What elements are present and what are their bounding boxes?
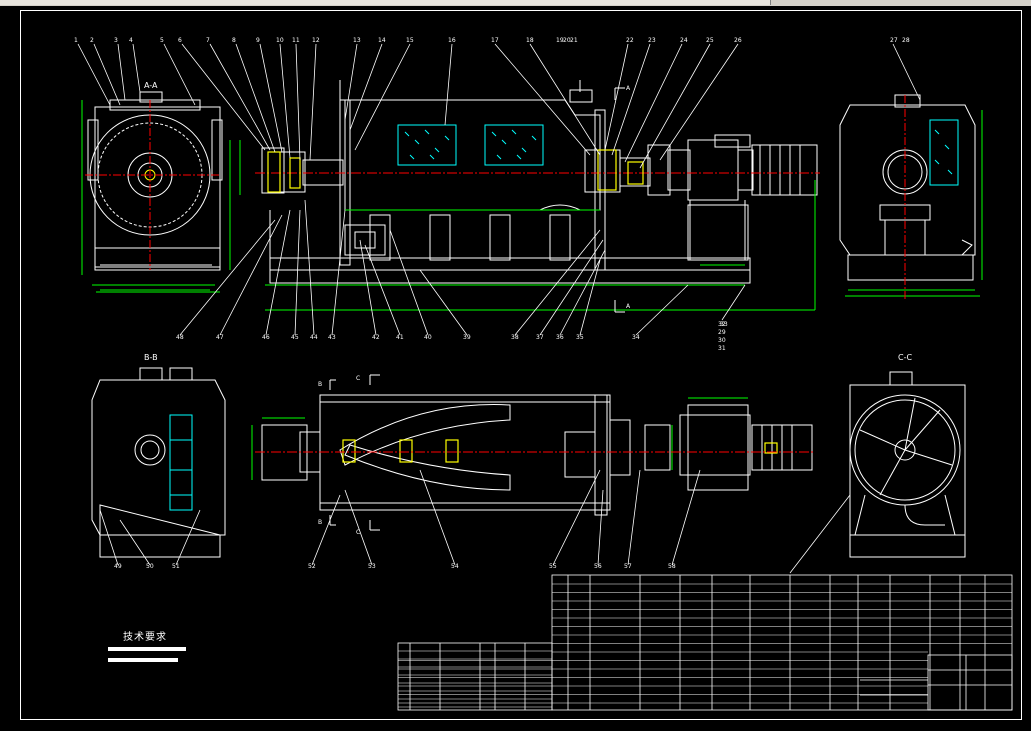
callout-52: 52	[308, 563, 316, 570]
marker-c-bottom: C	[356, 529, 360, 536]
drawing-border	[20, 10, 1022, 720]
callout-28: 28	[902, 37, 910, 44]
callout-47: 47	[216, 334, 224, 341]
callout-43: 43	[328, 334, 336, 341]
callout-24: 24	[680, 37, 688, 44]
callout-3: 3	[114, 37, 118, 44]
callout-19: 19	[556, 37, 564, 44]
callout-51: 51	[172, 563, 180, 570]
callout-41: 41	[396, 334, 404, 341]
title-block	[860, 654, 1013, 711]
tech-requirement-line-2	[108, 658, 178, 662]
callout-27: 27	[890, 37, 898, 44]
callout-46: 46	[262, 334, 270, 341]
callout-50: 50	[146, 563, 154, 570]
callout-21: 21	[570, 37, 578, 44]
tech-requirements-title: 技术要求	[123, 632, 167, 643]
callout-23: 23	[648, 37, 656, 44]
callout-45: 45	[291, 334, 299, 341]
callout-44: 44	[310, 334, 318, 341]
marker-c-top: C	[356, 375, 360, 382]
callout-9: 9	[256, 37, 260, 44]
callout-26: 26	[734, 37, 742, 44]
marker-b-top: B	[318, 381, 322, 388]
section-label-c-c: C-C	[898, 353, 912, 362]
callout-6: 6	[178, 37, 182, 44]
callout-12: 12	[312, 37, 320, 44]
callout-53: 53	[368, 563, 376, 570]
callout-39: 39	[463, 334, 471, 341]
callout-40: 40	[424, 334, 432, 341]
callout-7: 7	[206, 37, 210, 44]
callout-22: 22	[626, 37, 634, 44]
callout-56: 56	[594, 563, 602, 570]
callout-31: 31	[718, 345, 726, 352]
end-view-a-a	[87, 91, 223, 271]
marker-b-bottom: B	[318, 519, 322, 526]
window-tab-bar	[0, 0, 1031, 6]
callout-16: 16	[448, 37, 456, 44]
callout-11: 11	[292, 37, 300, 44]
marker-a-top: A	[626, 85, 631, 92]
callout-17: 17	[491, 37, 499, 44]
callout-10: 10	[276, 37, 284, 44]
plan-view	[261, 394, 813, 516]
section-label-b-b: B-B	[144, 353, 158, 362]
callout-29: 29	[718, 329, 726, 336]
callout-57: 57	[624, 563, 632, 570]
callout-2: 2	[90, 37, 94, 44]
callout-25: 25	[706, 37, 714, 44]
callout-49: 49	[114, 563, 122, 570]
callouts-lower: 49 50 51 52 53 54 55 56 57 58	[114, 563, 676, 570]
callout-42: 42	[372, 334, 380, 341]
callout-55: 55	[549, 563, 557, 570]
marker-a-bottom: A	[626, 303, 631, 310]
callout-35: 35	[576, 334, 584, 341]
callout-30: 30	[718, 337, 726, 344]
callout-8: 8	[232, 37, 236, 44]
end-view-right	[839, 94, 976, 281]
section-label-a-a: A-A	[144, 81, 158, 90]
callout-34: 34	[632, 334, 640, 341]
callout-20: 20	[563, 37, 571, 44]
parts-list-table	[551, 574, 1013, 711]
callout-1: 1	[74, 37, 78, 44]
callout-58: 58	[668, 563, 676, 570]
callout-32: 32	[718, 321, 726, 328]
callout-36: 36	[556, 334, 564, 341]
callout-18: 18	[526, 37, 534, 44]
callout-14: 14	[378, 37, 386, 44]
section-view-b-b	[91, 367, 226, 558]
callout-15: 15	[406, 37, 414, 44]
section-view-c-c	[849, 371, 966, 558]
callout-4: 4	[129, 37, 133, 44]
parts-list-rows	[398, 583, 1012, 708]
tab-4[interactable]	[650, 0, 771, 5]
tech-requirement-line-1	[108, 647, 186, 651]
lower-parts-table	[397, 642, 553, 711]
callout-48: 48	[176, 334, 184, 341]
callout-5: 5	[160, 37, 164, 44]
callout-54: 54	[451, 563, 459, 570]
callout-38: 38	[511, 334, 519, 341]
callout-13: 13	[353, 37, 361, 44]
callout-37: 37	[536, 334, 544, 341]
callout-33: 33	[720, 321, 728, 328]
main-front-view	[261, 80, 818, 284]
